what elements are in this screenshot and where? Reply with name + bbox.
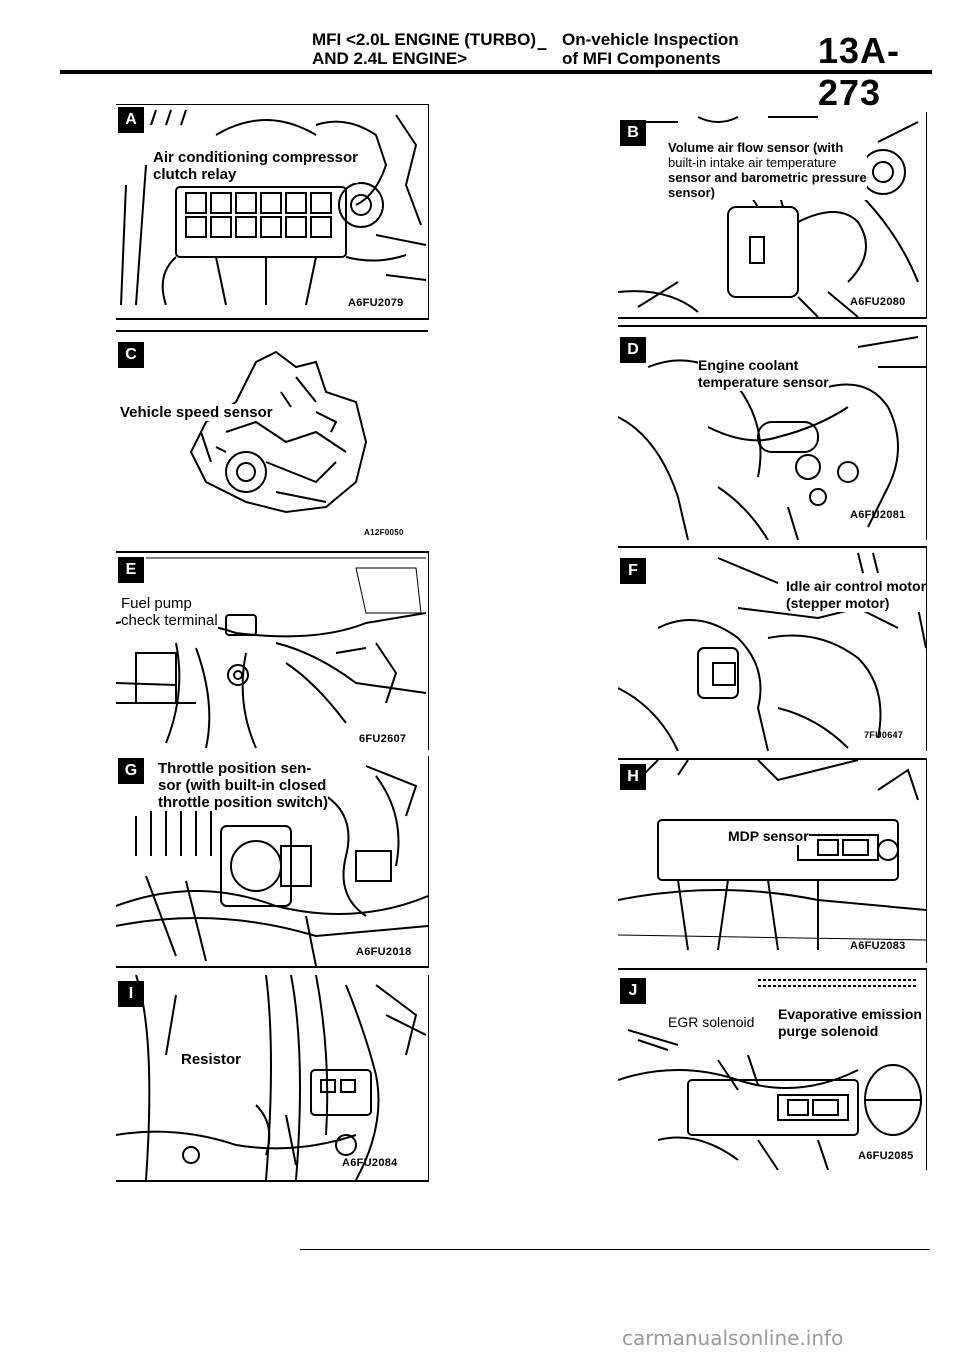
engine-bay-illustration-a [120, 109, 427, 306]
panel-j: J EGR solenoid Evaporative emission purg… [618, 968, 927, 1170]
watermark: carmanualsonline.info [622, 1326, 844, 1350]
panel-f: F Idle air control motor (stepper motor)… [618, 546, 927, 751]
header-dash: – [537, 38, 548, 58]
panel-a-label-line2: clutch relay [153, 166, 237, 183]
panel-i-badge: I [118, 981, 144, 1007]
panel-b-badge: B [620, 120, 646, 146]
panel-g-label-line3: throttle position switch) [158, 794, 328, 811]
section-title: MFI <2.0L ENGINE (TURBO) AND 2.4L ENGINE… [312, 30, 536, 68]
panel-c-label: Vehicle speed sensor [120, 404, 273, 421]
panel-g-label-line1: Throttle position sen- [158, 760, 312, 777]
panel-c-figure-code: A12F0050 [364, 528, 404, 537]
panel-d: D Engine coolant temperature sensor A6FU… [618, 325, 927, 540]
panel-j-figure-code: A6FU2085 [858, 1150, 914, 1162]
panel-g-figure-code: A6FU2018 [356, 946, 412, 958]
panel-g-badge: G [118, 758, 144, 784]
panel-d-badge: D [620, 337, 646, 363]
panel-b-label-line2: built-in intake air temperature [668, 155, 837, 170]
panel-b-label-line1: Volume air flow sensor (with [668, 140, 844, 155]
header-rule [60, 70, 932, 74]
panel-j-badge: J [620, 978, 646, 1004]
panel-e-badge: E [118, 557, 144, 583]
panel-g-label-line2: sor (with built-in closed [158, 777, 327, 794]
panel-h-label: MDP sensor [728, 828, 809, 845]
panel-e-label-line2: check terminal [121, 612, 218, 629]
panel-j-label-evap: Evaporative emission purge solenoid [778, 1006, 922, 1040]
panel-c-label-line1: Vehicle speed sensor [120, 404, 273, 421]
panel-f-label-line1: Idle air control motor [786, 578, 927, 594]
panel-j-label-line2: Evaporative emission [778, 1006, 922, 1022]
panel-g-label: Throttle position sen- sor (with built-i… [158, 760, 328, 811]
topic-title: On-vehicle Inspection of MFI Components [562, 30, 739, 68]
panel-f-label: Idle air control motor (stepper motor) [786, 578, 926, 612]
panel-d-figure-code: A6FU2081 [850, 509, 906, 521]
transaxle-illustration-c [189, 350, 368, 514]
panel-e: E Fuel pump check terminal 6FU2607 [116, 551, 429, 750]
air-flow-sensor-illustration-b [618, 116, 919, 317]
page-number: 13A-273 [818, 30, 901, 113]
panel-i-figure-code: A6FU2084 [342, 1157, 398, 1169]
panel-a-badge: A [118, 107, 144, 133]
panel-a-label: Air conditioning compressor clutch relay [153, 149, 359, 183]
panel-h: H MDP sensor A6FU2083 [618, 758, 927, 963]
panel-c: C Vehicle speed sensor A12F0050 [116, 330, 428, 544]
panel-j-label-line1: EGR solenoid [668, 1014, 755, 1030]
panel-d-label-line1: Engine coolant [698, 357, 799, 373]
panel-a: A Air conditioning compressor clutch rel… [116, 104, 429, 320]
coolant-sensor-illustration-d [618, 336, 926, 540]
panel-i-label: Resistor [181, 1051, 242, 1068]
panel-f-figure-code: 7FU0647 [864, 730, 904, 740]
panel-d-label-line2: temperature sensor [698, 374, 829, 390]
panel-h-badge: H [620, 764, 646, 790]
solenoid-illustration-j [618, 979, 922, 1170]
panel-b: B Volume air flow sensor (with built-in … [618, 112, 927, 319]
panel-e-label: Fuel pump check terminal [121, 595, 218, 629]
panel-b-figure-code: A6FU2080 [850, 296, 906, 308]
panel-j-label-line3: purge solenoid [778, 1023, 879, 1039]
engine-harness-illustration-i [116, 975, 427, 1180]
panel-a-label-line1: Air conditioning compressor [153, 149, 359, 166]
footer-rule [300, 1249, 930, 1250]
panel-b-label-line4: sensor) [668, 185, 715, 200]
panel-c-badge: C [118, 342, 144, 368]
section-title-line1: MFI <2.0L ENGINE (TURBO) [312, 30, 537, 49]
panel-e-label-line1: Fuel pump [121, 595, 192, 612]
panel-i-label-line1: Resistor [181, 1051, 242, 1068]
engine-bay-illustration-e [116, 557, 427, 749]
throttle-body-illustration-g [116, 765, 428, 966]
panel-h-figure-code: A6FU2083 [850, 940, 906, 952]
manifold-illustration-h [618, 760, 926, 951]
panel-d-label: Engine coolant temperature sensor [698, 357, 829, 391]
topic-title-line1: On-vehicle Inspection [562, 30, 739, 49]
panel-e-figure-code: 6FU2607 [359, 733, 407, 745]
panel-h-label-line1: MDP sensor [728, 828, 809, 844]
panel-b-label-line3: sensor and barometric pressure [668, 170, 867, 185]
panel-f-label-line2: (stepper motor) [786, 595, 890, 611]
section-title-line2: AND 2.4L ENGINE> [312, 49, 468, 68]
panel-f-badge: F [620, 558, 646, 584]
panel-j-label-egr: EGR solenoid [668, 1014, 755, 1031]
topic-title-line2: of MFI Components [562, 49, 721, 68]
panel-g: G Throttle position sen- sor (with built… [116, 756, 429, 968]
panel-b-label: Volume air flow sensor (with built-in in… [668, 140, 867, 200]
panel-i: I Resistor A6FU2084 [116, 975, 429, 1182]
panel-a-figure-code: A6FU2079 [348, 297, 404, 309]
